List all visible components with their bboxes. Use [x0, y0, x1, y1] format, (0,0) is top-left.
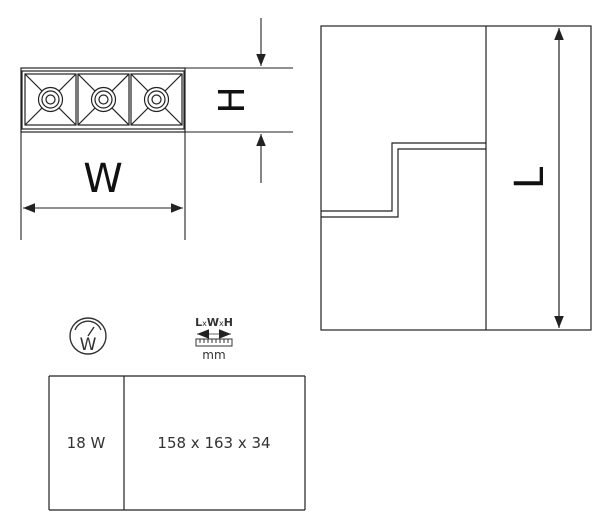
light-head-strip [21, 70, 185, 130]
size-icon-title: LxWxH [195, 316, 233, 329]
size-icon-unit: mm [202, 348, 225, 362]
power-icon [69, 317, 107, 355]
length-label: L [507, 166, 553, 189]
side-view [320, 25, 592, 331]
side-view-outline [320, 25, 592, 331]
height-label: H [212, 86, 253, 113]
spec-power-cell: 18 W [67, 434, 106, 452]
width-dimension [20, 132, 186, 240]
step-edge-lower [321, 148, 486, 218]
height-dimension [185, 18, 293, 183]
spec-table [48, 375, 306, 511]
size-icon: LxWxH mm [195, 316, 233, 362]
spec-size-cell: 158 x 163 x 34 [157, 434, 270, 452]
ruler-icon [195, 329, 233, 347]
power-icon-symbol: W [80, 335, 97, 355]
step-edge-upper [321, 142, 486, 212]
light-head-1 [24, 73, 77, 126]
light-head-2 [77, 73, 130, 126]
light-head-3 [130, 73, 183, 126]
width-label: W [83, 156, 123, 202]
front-view [20, 67, 186, 133]
front-view-body [20, 67, 186, 133]
